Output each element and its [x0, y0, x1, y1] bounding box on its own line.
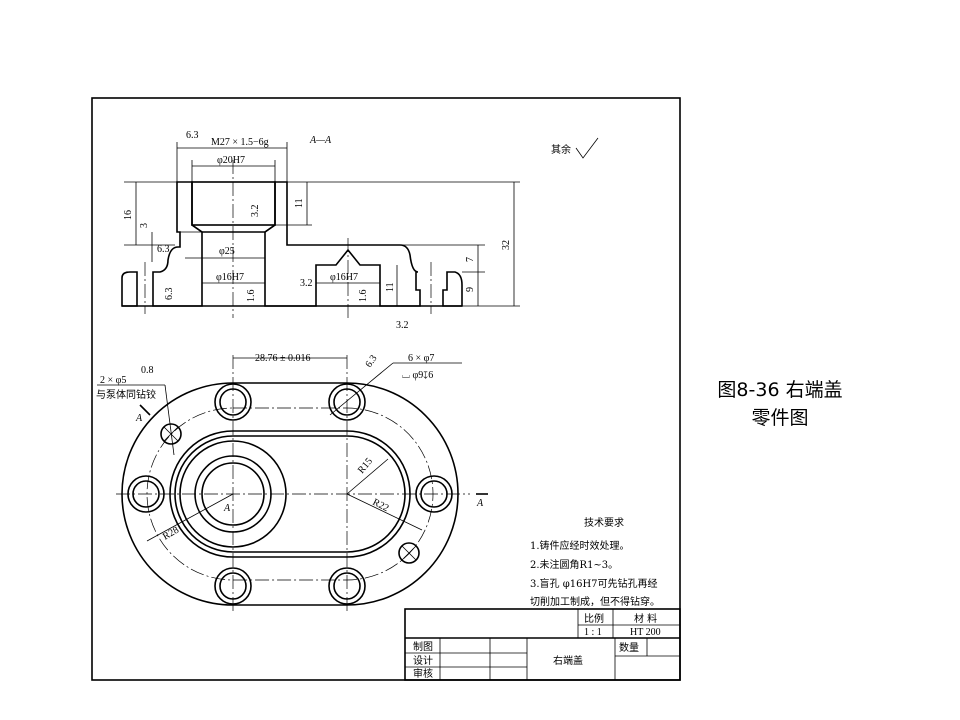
inner-contour-2	[174, 435, 406, 553]
counterbore-label: ⌴ φ9↧6	[402, 370, 433, 381]
bore-right-label: φ16H7	[330, 272, 358, 283]
bore-20	[191, 181, 276, 226]
pin-holes-label: 2 × φ5	[100, 375, 126, 386]
designed-label: 设计	[413, 654, 433, 667]
dim-7: 7	[465, 257, 476, 262]
part-name: 右端盖	[553, 654, 583, 667]
bolt-holes-label: 6 × φ7	[408, 353, 434, 364]
tech-item-3: 3.盲孔 φ16H7可先钻孔再经	[530, 577, 658, 590]
ra-bore: 3.2	[250, 205, 261, 218]
tech-requirements: 技术要求 1.铸件应经时效处理。 2.未注圆角R1~3。 3.盲孔 φ16H7可…	[530, 516, 660, 608]
drawn-label: 制图	[413, 640, 433, 653]
ra-right-bore: 1.6	[358, 290, 369, 303]
section-mark-a3: A	[476, 498, 484, 509]
pin-ra: 0.8	[141, 365, 154, 376]
roughness-other: 其余	[551, 143, 571, 156]
section-view: 6.3 M27 × 1.5−6g A—A φ20H7 φ25 φ16H7 φ16…	[121, 130, 599, 331]
drawing-frame	[91, 97, 681, 681]
dim-11-right: 11	[385, 282, 396, 292]
dim-11-top: 11	[294, 198, 305, 208]
section-hatch-left	[121, 271, 138, 307]
figure-caption-line1: 图8-36 右端盖	[717, 379, 843, 401]
quantity-label: 数量	[619, 641, 639, 654]
section-mark-a2: A	[223, 503, 231, 514]
boss-outer	[179, 440, 287, 548]
tech-item-2: 2.未注圆角R1~3。	[530, 558, 618, 571]
thread-ra: 6.3	[186, 130, 199, 141]
section-title: A—A	[309, 135, 332, 146]
checked-label: 审核	[413, 667, 433, 680]
pin-note: 与泵体同钻铰	[96, 388, 156, 401]
plan-view: 28.76 ± 0.016 2 × φ5 0.8 与泵体同钻铰 6 × φ7 ⌴…	[96, 353, 488, 612]
tech-item-4: 切削加工制成，但不得钻穿。	[530, 595, 660, 608]
tech-title: 技术要求	[584, 516, 624, 529]
section-hatch-right	[442, 271, 463, 307]
ra-bottom: 3.2	[396, 320, 409, 331]
bore-left-label: φ16H7	[216, 272, 244, 283]
dim-32: 32	[501, 240, 512, 250]
tech-item-1: 1.铸件应经时效处理。	[530, 539, 630, 552]
dim-16: 16	[123, 210, 134, 220]
thread-label: M27 × 1.5−6g	[211, 137, 269, 148]
ra-left-face: 6.3	[164, 288, 175, 301]
ra-left-step: 6.3	[157, 244, 170, 255]
bore-25-label: φ25	[219, 246, 235, 257]
scale-value: 1 : 1	[584, 627, 602, 638]
title-block: 比例 1 : 1 材 料 HT 200 数量 右端盖 制图 设计 审核	[404, 608, 681, 681]
scale-label: 比例	[584, 612, 604, 625]
bore-25	[191, 224, 276, 233]
ra-right-top: 3.2	[300, 278, 313, 289]
figure-caption-line2: 零件图	[751, 407, 809, 429]
dim-9: 9	[465, 287, 476, 292]
ra-left-bore: 1.6	[246, 290, 257, 303]
r28-label: R28	[161, 525, 181, 543]
dim-3: 3	[139, 223, 150, 228]
bore-20-label: φ20H7	[217, 155, 245, 166]
bolt-ra: 6.3	[363, 353, 379, 370]
center-distance: 28.76 ± 0.016	[255, 353, 311, 364]
r22-label: R22	[371, 497, 391, 514]
section-mark-a1: A	[135, 413, 143, 424]
roughness-symbol	[575, 137, 599, 159]
boss-inner	[201, 462, 265, 526]
material-label: 材 料	[634, 612, 657, 625]
material-value: HT 200	[630, 627, 661, 638]
